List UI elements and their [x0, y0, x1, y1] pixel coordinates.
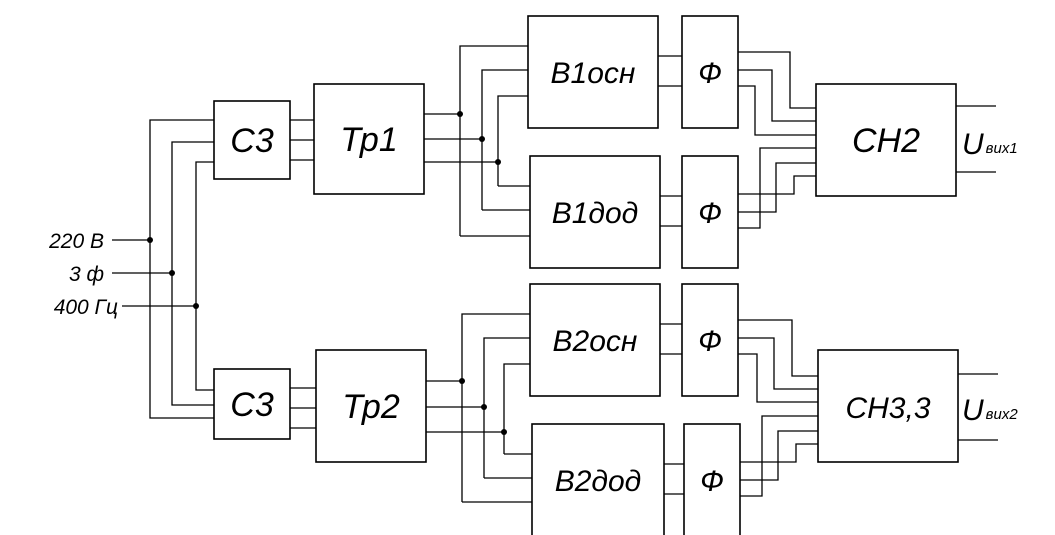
input-phase-label: 3 ф	[69, 263, 104, 286]
output-symbol-1: U	[962, 128, 984, 161]
rectifier-main-block-1	[527, 15, 659, 129]
filter-aux-label-2: Ф	[700, 465, 724, 498]
transformer-block-1	[313, 83, 425, 195]
stabilizer-block-1	[815, 83, 957, 197]
channel1-wiring	[290, 45, 996, 237]
rectifier-aux-label-1: В1дод	[552, 197, 639, 230]
channel1-blocks	[213, 15, 957, 269]
transformer-label-2: Тр2	[342, 388, 400, 426]
channel2-blocks	[213, 283, 959, 535]
rectifier-aux-block-1	[529, 155, 661, 269]
filter-aux-block-1	[681, 155, 739, 269]
input-wiring	[112, 119, 214, 419]
filter-main-block-1	[681, 15, 739, 129]
output-subscript-2: вих2	[986, 406, 1019, 423]
input-labels: 220 В 3 ф 400 Гц	[48, 230, 118, 319]
output-subscript-1: вих1	[986, 140, 1018, 157]
transformer-label-1: Тр1	[340, 121, 397, 159]
input-voltage-label: 220 В	[48, 230, 104, 253]
stabilizer-label-2: СН3,3	[845, 392, 930, 425]
protection-label-1: С3	[230, 122, 274, 160]
filter-main-label-1: Ф	[698, 57, 722, 90]
rectifier-aux-block-2	[531, 423, 665, 535]
protection-block-1	[213, 100, 291, 180]
stabilizer-label-1: СН2	[852, 122, 920, 160]
filter-aux-label-1: Ф	[698, 197, 722, 230]
protection-label-2: С3	[230, 386, 274, 424]
channel2-wiring	[290, 313, 998, 503]
rectifier-main-label-2: В2осн	[553, 325, 638, 358]
input-frequency-label: 400 Гц	[54, 296, 118, 319]
filter-main-block-2	[681, 283, 739, 397]
rectifier-aux-label-2: В2дод	[555, 465, 642, 498]
rectifier-main-label-1: В1осн	[551, 57, 636, 90]
protection-block-2	[213, 368, 291, 440]
transformer-block-2	[315, 349, 427, 463]
rectifier-main-block-2	[529, 283, 661, 397]
stabilizer-block-2	[817, 349, 959, 463]
filter-aux-block-2	[683, 423, 741, 535]
filter-main-label-2: Ф	[698, 325, 722, 358]
output-symbol-2: U	[962, 394, 984, 427]
